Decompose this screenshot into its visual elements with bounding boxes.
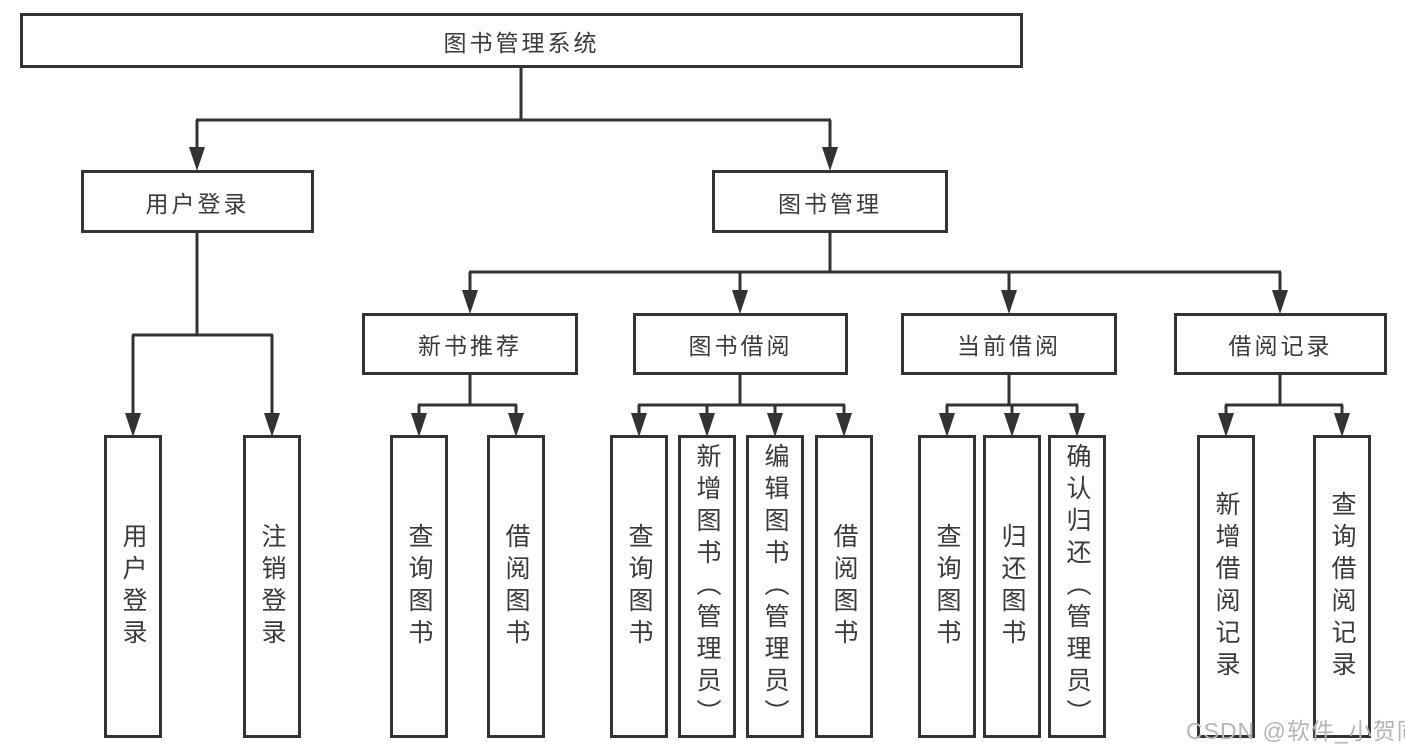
leaf-query-books-current: 查询图书 xyxy=(918,435,976,738)
leaf-query-borrow-record: 查询借阅记录 xyxy=(1313,435,1371,738)
leaf-add-borrow-record: 新增借阅记录 xyxy=(1197,435,1255,738)
node-book-borrowing: 图书借阅 xyxy=(633,313,848,375)
leaf-borrow-books: 借阅图书 xyxy=(815,435,873,738)
leaf-query-books-recommend: 查询图书 xyxy=(390,435,448,738)
node-user-login: 用户登录 xyxy=(81,170,314,233)
node-library-management-system: 图书管理系统 xyxy=(20,13,1023,68)
watermark-text: CSDN @软件_小贺同学 xyxy=(1186,718,1405,744)
leaf-user-login: 用户登录 xyxy=(104,435,162,738)
node-book-management: 图书管理 xyxy=(712,170,948,233)
node-current-borrowing: 当前借阅 xyxy=(901,313,1117,375)
leaf-confirm-return-admin: 确认归还（管理员） xyxy=(1048,435,1106,738)
node-borrowing-records: 借阅记录 xyxy=(1174,313,1387,375)
leaf-query-books-borrow: 查询图书 xyxy=(610,435,668,738)
leaf-borrow-books-recommend: 借阅图书 xyxy=(487,435,545,738)
leaf-add-books-admin: 新增图书（管理员） xyxy=(678,435,736,738)
leaf-edit-books-admin: 编辑图书（管理员） xyxy=(746,435,804,738)
leaf-logout: 注销登录 xyxy=(243,435,301,738)
node-new-book-recommendation: 新书推荐 xyxy=(362,313,578,375)
leaf-return-books: 归还图书 xyxy=(983,435,1041,738)
